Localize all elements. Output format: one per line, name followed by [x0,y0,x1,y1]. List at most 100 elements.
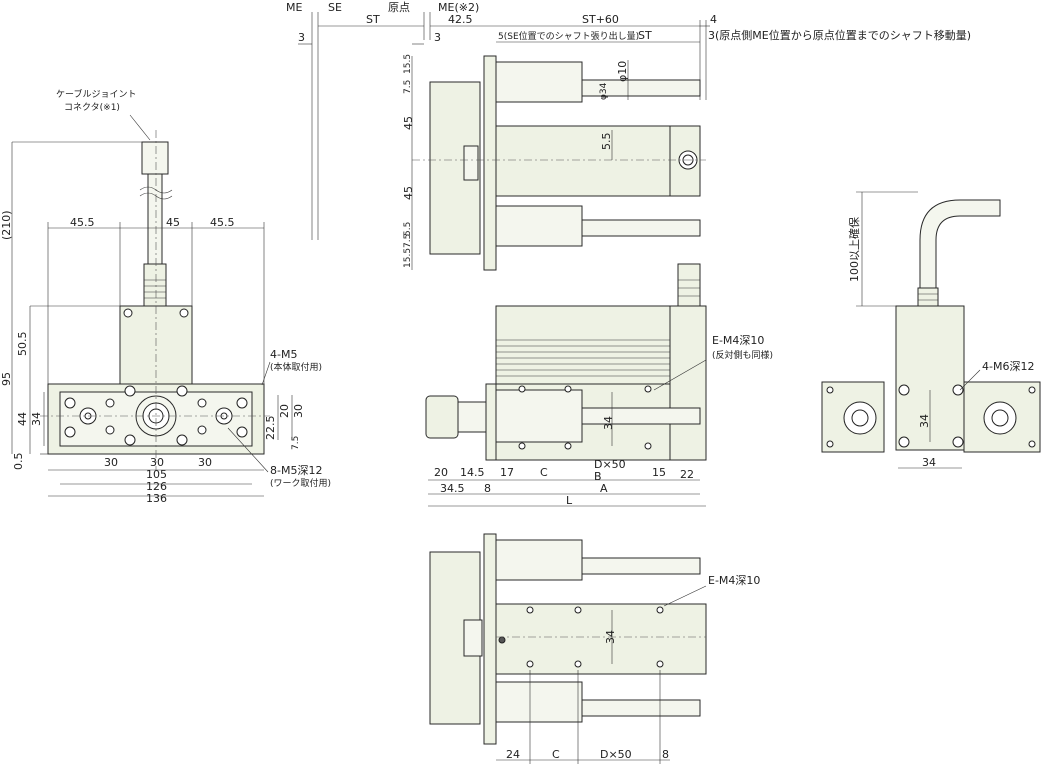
label-d50: D×50 [594,458,626,471]
bottom-shaft-lower [581,699,701,717]
label-42-5: 42.5 [448,13,473,26]
label-210: (210) [0,210,13,240]
label-st: ST [366,13,380,26]
label-bottom-8: 8 [662,748,669,761]
front-knob [425,395,459,439]
front-view: E-M4深10 (反対側も同様) 34 17 C B D×50 15 22 20… [425,263,773,507]
label-opp-side: (反対側も同様) [712,349,773,361]
label-se: SE [328,1,342,14]
label-top-5-5b: 5.5 [600,133,613,151]
slide-rod [495,389,583,443]
front-flange [485,383,497,461]
label-body-mount: (本体取付用) [270,361,322,373]
bottom-guide-lower [495,681,583,723]
front-holes [518,385,652,450]
label-17: 17 [500,466,514,479]
label-34-5: 34.5 [440,482,465,495]
label-4: 4 [710,13,717,26]
label-136: 136 [146,492,167,505]
guide-rod-lower [495,205,583,247]
screw-hole [179,308,189,318]
label-34: 34 [30,412,43,426]
label-origin: 原点 [388,1,410,14]
label-right-34-v: 34 [918,414,931,428]
slide-shaft [581,407,701,425]
label-bottom-c: C [552,748,560,761]
label-me-move: 3(原点側ME位置から原点位置までのシャフト移動量) [708,28,971,42]
label-44: 44 [16,412,29,426]
label-l: L [566,494,573,507]
label-bottom-d50: D×50 [600,748,632,761]
left-view: ケーブルジョイント コネクタ(※1) (210) 45.5 45 45.5 50… [0,88,331,505]
screw-hole [123,308,133,318]
label-45-5-a: 45.5 [70,216,95,229]
label-8: 8 [484,482,491,495]
label-100-min: 100以上確保 [847,217,861,282]
label-4-m6: 4-M6深12 [982,360,1034,373]
label-top-15-5b: 15.5 [403,248,413,268]
label-work-mount: (ワーク取付用) [270,478,331,489]
bottom-guide-upper [495,539,583,581]
right-cable [919,199,1001,291]
label-50-5: 50.5 [16,332,29,357]
bottom-view: E-M4深10 34 24 C D×50 8 [429,533,760,764]
label-14-5: 14.5 [460,466,485,479]
label-30-v: 30 [292,404,305,418]
label-cable-joint: ケーブルジョイント [56,88,136,100]
label-phi10: φ10 [616,61,629,82]
label-c: C [540,466,548,479]
label-a: A [600,482,608,495]
label-3b: 3 [434,31,441,44]
label-20: 20 [278,404,291,418]
guide-shaft-lower [581,219,701,237]
label-45-5-b: 45.5 [210,216,235,229]
mounting-holes [64,385,248,446]
label-30-a: 30 [104,456,118,469]
label-20-front: 20 [434,466,448,479]
label-phi34: φ34 [599,82,609,100]
cable-bellows [143,263,167,307]
label-bottom-34: 34 [604,630,617,644]
label-22-5: 22.5 [264,416,277,441]
label-4-m5: 4-M5 [270,348,297,361]
bottom-pin [498,636,506,644]
flange-plate [483,55,497,271]
label-bottom-e-m4: E-M4深10 [708,574,760,587]
label-126: 126 [146,480,167,493]
label-b: B [594,470,602,483]
label-top-45-b: 45 [402,186,415,200]
label-top-7-5b: 7.5 [403,234,413,248]
label-e-m4: E-M4深10 [712,334,764,347]
label-24: 24 [506,748,520,761]
label-top-15-5: 15.5 [403,54,413,74]
label-3a: 3 [298,31,305,44]
cable-connector-block [141,141,169,175]
label-me-note2: ME(※2) [438,1,479,14]
front-coupling [457,401,487,433]
label-8-m5: 8-M5深12 [270,464,322,477]
top-view: 7.5 15.5 45 45 5.5 7.5 15.5 φ34 φ10 5.5 [402,54,706,271]
right-bellows [917,287,939,307]
label-st-plus-60: ST+60 [582,13,619,26]
right-holes [826,384,1036,448]
label-7-5: 7.5 [291,436,301,450]
top-dimension-header: ME SE ST 原点 ME(※2) 42.5 ST+60 4 3 3 5(SE… [286,1,971,240]
label-15: 15 [652,466,666,479]
label-top-45-a: 45 [402,116,415,130]
label-top-7-5: 7.5 [403,80,413,94]
end-block [669,305,707,461]
label-front-34: 34 [602,416,615,430]
label-22: 22 [680,468,694,481]
label-45: 45 [166,216,180,229]
label-connector: コネクタ(※1) [64,102,120,113]
label-top-5-5: 5.5 [403,222,413,236]
bottom-holes [526,606,664,668]
label-95: 95 [0,372,13,386]
front-bellows [677,263,701,307]
bottom-end-nut [463,619,483,657]
motor-body [495,305,671,385]
bottom-flange-plate [483,533,497,745]
label-me: ME [286,1,302,14]
bottom-shaft-upper [581,557,701,575]
